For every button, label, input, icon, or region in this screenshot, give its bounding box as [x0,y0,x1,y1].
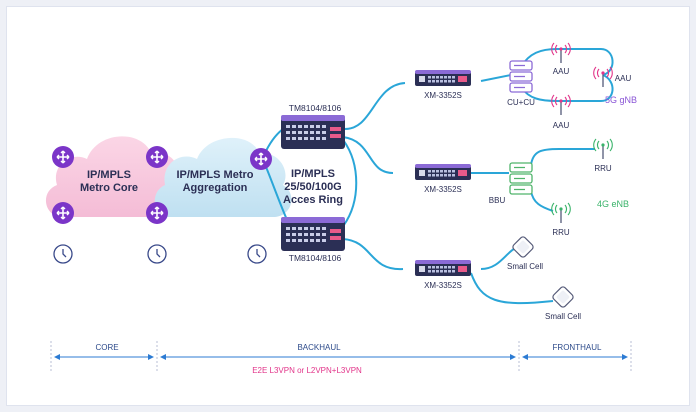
aau-bottom-label: AAU [553,121,570,130]
small-cell-2-label: Small Cell [545,312,581,321]
bbu-label: BBU [489,196,506,205]
router-icon [51,145,75,169]
antenna-icon [551,42,571,64]
router-bottom-label: TM8104/8106 [289,253,342,263]
switch-icon [281,217,345,251]
segment-backhaul: BACKHAUL [297,343,341,352]
aau-top-label: AAU [553,67,570,76]
clock-icon [147,244,167,264]
antenna-icon [551,202,571,224]
segment-core: CORE [95,343,118,352]
clock-icon [247,244,267,264]
small-cell-icon [551,285,575,309]
segment-dividers [50,341,632,373]
router-top-label: TM8104/8106 [289,103,342,113]
small-cell-1-label: Small Cell [507,262,543,271]
ring-line2: 25/50/100G [284,181,342,193]
rru-bottom-label: RRU [552,228,570,237]
clock-icon [53,244,73,264]
switch-icon [415,70,471,86]
segment-fronthaul: FRONTHAUL [553,343,602,352]
network-diagram: IP/MPLS Metro Core IP/MPLS Metro Aggrega… [45,42,637,375]
rru-top-label: RRU [594,164,612,173]
switch-icon [415,260,471,276]
vpn-note: E2E L3VPN or L2VPN+L3VPN [252,366,362,375]
ring-line3: Acces Ring [283,194,343,206]
server-icon [509,60,533,93]
switch-top-label: XM-3352S [424,91,462,100]
router-icon [145,201,169,225]
small-cell-icon [511,235,535,259]
diagram-frame: IP/MPLS Metro Core IP/MPLS Metro Aggrega… [6,6,690,406]
enb-label: 4G eNB [597,199,629,209]
links [342,48,614,305]
router-icon [145,145,169,169]
antenna-icon [593,138,613,160]
core-cloud-line2: Metro Core [80,182,138,194]
server-icon [509,162,533,195]
agg-cloud-line1: IP/MPLS Metro [176,169,253,181]
ring-line1: IP/MPLS [291,168,335,180]
switch-icon [415,164,471,180]
gnb-label: 5G gNB [605,95,637,105]
router-icon [249,147,273,171]
agg-cloud-line2: Aggregation [183,182,248,194]
core-cloud-line1: IP/MPLS [87,169,131,181]
switch-icon [281,115,345,149]
switch-mid-label: XM-3352S [424,185,462,194]
aau-right-label: AAU [615,74,632,83]
antenna-icon [551,94,571,116]
switch-bottom-label: XM-3352S [424,281,462,290]
router-icon [51,201,75,225]
cucu-label: CU+CU [507,98,535,107]
